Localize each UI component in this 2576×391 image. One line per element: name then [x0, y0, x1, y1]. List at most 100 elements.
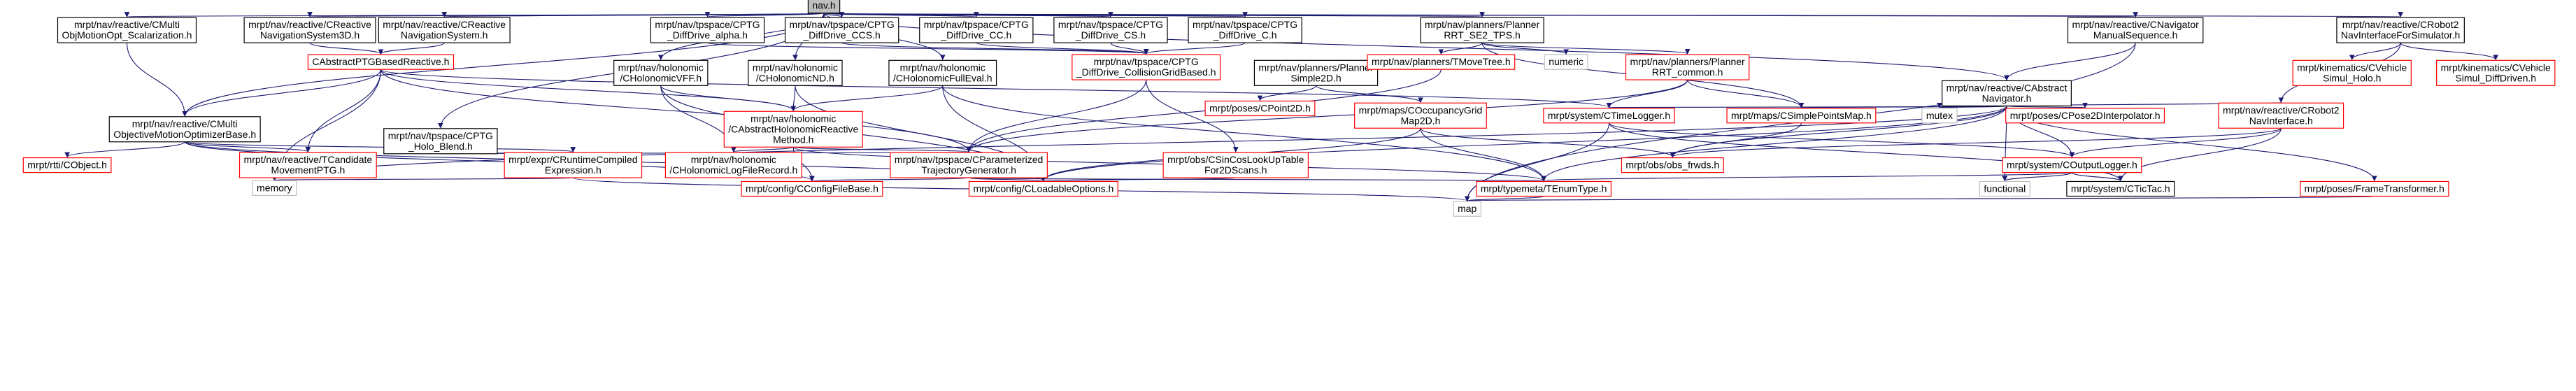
node-ccs[interactable]: mrpt/nav/tpspace/CPTG_DiffDrive_CCS.h	[784, 17, 899, 43]
edge-rrtcommon-to-paramtraj	[966, 79, 1688, 152]
node-tmovetree[interactable]: mrpt/nav/planners/TMoveTree.h	[1367, 54, 1516, 70]
node-box	[723, 111, 863, 148]
node-label-line: mrpt/obs/CSinCosLookUpTable	[1167, 154, 1304, 165]
node-alpha[interactable]: mrpt/nav/tpspace/CPTG_DiffDrive_alpha.h	[650, 17, 765, 43]
node-ptgbased[interactable]: CAbstractPTGBasedReactive.h	[307, 54, 455, 70]
node-multiobjbase[interactable]: mrpt/nav/reactive/CMultiObjectiveMotionO…	[108, 116, 261, 143]
node-simplepoints[interactable]: mrpt/maps/CSimplePointsMap.h	[1726, 108, 1877, 124]
node-cs[interactable]: mrpt/nav/tpspace/CPTG_DiffDrive_CS.h	[1053, 17, 1168, 43]
node-absholo[interactable]: mrpt/nav/holonomic/CAbstractHolonomicRea…	[723, 111, 863, 148]
node-functional[interactable]: functional	[1979, 180, 2030, 197]
node-timelogger[interactable]: mrpt/system/CTimeLogger.h	[1543, 108, 1675, 124]
node-box	[1726, 108, 1877, 124]
edge-outputlogger-to-functional	[2002, 172, 2072, 182]
node-label-line: mrpt/poses/FrameTransformer.h	[2305, 183, 2445, 194]
node-label-line: Method.h	[773, 134, 813, 145]
node-label-line: /CHolonomicND.h	[756, 72, 834, 83]
node-nav[interactable]: nav.h	[807, 0, 841, 14]
node-box	[2066, 180, 2175, 197]
node-label-line: NavigationSystem.h	[401, 29, 488, 41]
node-mutex[interactable]: mutex	[1921, 108, 1958, 124]
node-obsfwds[interactable]: mrpt/obs/obs_frwds.h	[1621, 157, 1724, 173]
node-label-line: mrpt/nav/holonomic	[618, 62, 704, 73]
edge-crobot2sim-to-vehholo	[2349, 42, 2401, 61]
node-pose2dinterp[interactable]: mrpt/poses/CPose2DInterpolator.h	[2005, 108, 2165, 124]
node-label-line: numeric	[1549, 56, 1584, 67]
node-c[interactable]: mrpt/nav/tpspace/CPTG_DiffDrive_C.h	[1188, 17, 1302, 43]
node-map[interactable]: map	[1453, 201, 1481, 217]
node-box	[239, 152, 377, 178]
node-configfile[interactable]: mrpt/config/CConfigFileBase.h	[741, 180, 883, 197]
edge-nd-to-absholo	[790, 85, 797, 112]
edge-ccs-to-collgrid	[841, 42, 1149, 55]
node-outputlogger[interactable]: mrpt/system/COutputLogger.h	[2002, 157, 2142, 173]
node-nd[interactable]: mrpt/nav/holonomic/CHolonomicND.h	[748, 59, 843, 86]
node-crns[interactable]: mrpt/nav/reactive/CReactiveNavigationSys…	[378, 17, 511, 43]
node-paramtraj[interactable]: mrpt/nav/tpspace/CParameterizedTrajector…	[890, 152, 1048, 178]
node-hololog[interactable]: mrpt/nav/holonomic/CHolonomicLogFileReco…	[664, 152, 802, 178]
node-loadable[interactable]: mrpt/config/CLoadableOptions.h	[968, 180, 1118, 197]
node-tenumtype[interactable]: mrpt/typemeta/TEnumType.h	[1476, 180, 1611, 197]
node-box	[1204, 100, 1316, 117]
node-label-line: ManualSequence.h	[2093, 29, 2178, 41]
node-memory[interactable]: memory	[252, 180, 297, 197]
node-box	[1453, 201, 1481, 217]
node-label-line: mrpt/nav/holonomic	[750, 113, 836, 124]
node-label-line: /CHolonomicLogFileRecord.h	[669, 164, 797, 176]
node-box	[748, 59, 843, 86]
node-tcandidate[interactable]: mrpt/nav/reactive/TCandidateMovementPTG.…	[239, 152, 377, 178]
node-fulleval[interactable]: mrpt/nav/holonomic/CHolonomicFullEval.h	[888, 59, 997, 86]
edge-absholo-to-paramtraj	[792, 146, 972, 152]
node-box	[741, 180, 883, 197]
node-label-line: mrpt/nav/tpspace/CPTG	[655, 19, 760, 30]
node-label-line: mrpt/nav/tpspace/CPTG	[1058, 19, 1163, 30]
node-box	[1253, 59, 1379, 86]
node-box	[650, 17, 765, 43]
node-crn3d[interactable]: mrpt/nav/reactive/CReactiveNavigationSys…	[243, 17, 376, 43]
node-label-line: RRT_SE2_TPS.h	[1444, 29, 1520, 41]
node-label-line: mrpt/config/CConfigFileBase.h	[746, 183, 878, 194]
edge-cabsnav-to-memory	[271, 106, 2007, 181]
node-label-line: ObjectiveMotionOptimizerBase.h	[113, 129, 256, 140]
node-cobject[interactable]: mrpt/rtti/CObject.h	[22, 157, 112, 173]
node-multiobj_scal[interactable]: mrpt/nav/reactive/CMultiObjMotionOpt_Sca…	[57, 17, 197, 43]
node-box	[378, 17, 511, 43]
node-box	[1543, 108, 1675, 124]
node-box	[2336, 17, 2465, 43]
edge-cabsnav-to-tenumtype	[1541, 106, 2007, 182]
node-label-line: mrpt/nav/planners/Planner	[1425, 19, 1540, 30]
node-box	[57, 17, 197, 43]
node-numeric[interactable]: numeric	[1544, 54, 1588, 70]
node-holoblend[interactable]: mrpt/nav/tpspace/CPTG_Holo_Blend.h	[383, 128, 498, 155]
node-collgrid[interactable]: mrpt/nav/tpspace/CPTG_DiffDrive_Collisio…	[1072, 54, 1221, 80]
node-label-line: Navigator.h	[1982, 92, 2032, 104]
edge-vff-to-absholo	[660, 85, 797, 112]
node-ctictac[interactable]: mrpt/system/CTicTac.h	[2066, 180, 2175, 197]
node-label-line: /CAbstractHolonomicReactive	[728, 123, 858, 134]
node-vff[interactable]: mrpt/nav/holonomic/CHolonomicVFF.h	[613, 59, 709, 86]
node-label-line: mrpt/typemeta/TEnumType.h	[1481, 183, 1607, 194]
node-box	[1942, 80, 2072, 107]
edge-simple2d-to-cpoint2d	[1257, 85, 1317, 101]
node-cnavmanual[interactable]: mrpt/nav/reactive/CNavigatorManualSequen…	[2067, 17, 2204, 43]
node-cpoint2d[interactable]: mrpt/poses/CPoint2D.h	[1204, 100, 1316, 117]
node-label-line: mrpt/poses/CPoint2D.h	[1209, 102, 1311, 113]
node-frametrans[interactable]: mrpt/poses/FrameTransformer.h	[2300, 180, 2449, 197]
node-cc[interactable]: mrpt/nav/tpspace/CPTG_DiffDrive_CC.h	[919, 17, 1034, 43]
node-crobot2sim[interactable]: mrpt/nav/reactive/CRobot2NavInterfaceFor…	[2336, 17, 2465, 43]
node-label-line: mrpt/config/CLoadableOptions.h	[973, 183, 1113, 194]
edge-timelogger-to-map	[1464, 122, 1610, 201]
edge-fulleval-to-absholo	[790, 85, 944, 112]
node-box	[383, 128, 498, 155]
node-vehdiff[interactable]: mrpt/kinematics/CVehicleSimul_DiffDriven…	[2436, 59, 2556, 86]
